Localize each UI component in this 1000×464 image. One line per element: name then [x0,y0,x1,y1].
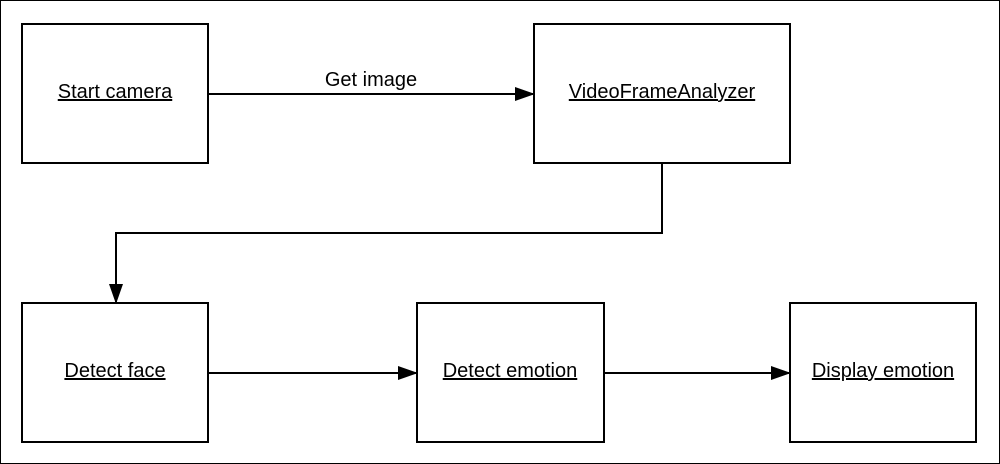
node-label-display-emotion: Display emotion [812,360,954,382]
box-start-camera [21,23,209,164]
node-label-detect-face: Detect face [64,360,165,382]
node-label-start-camera: Start camera [58,81,173,103]
edge-analyzer-to-face [109,163,663,304]
node-label-detect-emotion: Detect emotion [443,360,578,382]
node-label-video-frame-analyzer: VideoFrameAnalyzer [569,81,756,103]
box-video-frame-analyzer [533,23,791,164]
edge-label-get-image: Get image [325,69,417,91]
